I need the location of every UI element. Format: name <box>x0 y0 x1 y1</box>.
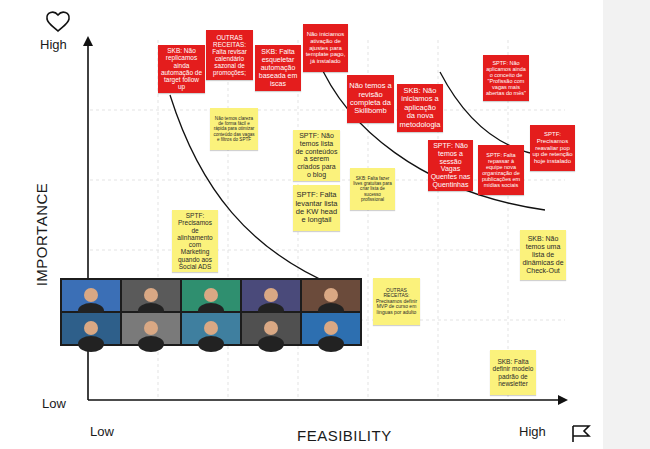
yellow-sticky-note: SPTF: Falta levantar lista de KW head e … <box>293 185 340 231</box>
red-sticky-note: SPTF: Não temos a sessão Vagas Quentes n… <box>428 140 473 191</box>
note-text: OUTRAS RECEITAS: Falta revisar calendári… <box>208 34 251 76</box>
note-text: SKB: Não temos uma lista de dinâmicas de… <box>522 235 564 274</box>
red-sticky-note: SKB: Não iniciamos a aplicação da nova m… <box>397 84 443 132</box>
red-sticky-note: SPTF: Falta repassar à equipe nova organ… <box>478 145 524 195</box>
note-text: SKB: Falta esqueletar automação baseada … <box>257 48 299 87</box>
red-sticky-note: SPTF: Não aplicamos ainda o conceito de … <box>483 55 529 101</box>
note-text: SPTF: Não aplicamos ainda o conceito de … <box>485 60 527 97</box>
note-text: Não temos a revisão completa da Skillbom… <box>349 82 392 116</box>
red-sticky-note: SKB: Falta esqueletar automação baseada … <box>255 45 301 91</box>
video-call-screenshot <box>60 278 362 352</box>
side-panel <box>603 0 650 449</box>
note-text: SPTF: Falta levantar lista de KW head e … <box>295 191 338 225</box>
red-sticky-note: OUTRAS RECEITAS: Falta revisar calendári… <box>206 30 253 80</box>
yellow-sticky-note: Não temos clareza de forma fácil e rápid… <box>210 108 258 150</box>
yellow-sticky-note: SKB: Falta definir modelo padrão de news… <box>490 350 536 395</box>
yellow-sticky-note: SPTF: Precisamos de alinhamento com Mark… <box>172 210 218 272</box>
note-text: SKB: Falta definir modelo padrão de news… <box>492 358 534 387</box>
yellow-sticky-note: SKB: Não temos uma lista de dinâmicas de… <box>520 230 566 280</box>
note-text: Não iniciamos ativação de ajustes para t… <box>305 31 346 65</box>
red-sticky-note: Não iniciamos ativação de ajustes para t… <box>303 24 348 72</box>
grid <box>90 40 565 398</box>
axis-label: FEASIBILITY <box>297 427 392 444</box>
note-text: SPTF: Não temos lista de conteúdos a ser… <box>295 132 338 179</box>
note-text: SKB: Não replicamos ainda automação de t… <box>160 47 203 91</box>
red-sticky-note: SKB: Não replicamos ainda automação de t… <box>158 45 205 93</box>
axes <box>83 36 568 405</box>
yellow-sticky-note: SPTF: Não temos lista de conteúdos a ser… <box>293 130 340 181</box>
red-sticky-note: SPTF: Precisamos reavaliar pop up de ret… <box>530 125 575 171</box>
axis-label: Low <box>90 424 114 439</box>
axis-label: Low <box>42 396 66 411</box>
axis-label: High <box>519 424 546 439</box>
note-text: SPTF: Não temos a sessão Vagas Quentes n… <box>430 142 471 189</box>
note-text: SKB: Falta fazer lives gratuitas para cr… <box>352 176 393 202</box>
heart-icon <box>47 12 69 31</box>
note-text: SKB: Não iniciamos a aplicação da nova m… <box>399 87 441 129</box>
axis-label: High <box>40 37 67 52</box>
yellow-sticky-note: OUTRAS RECEITAS: Precisamos definir MVP … <box>373 278 420 325</box>
axis-label: IMPORTANCE <box>33 183 50 287</box>
red-sticky-note: Não temos a revisão completa da Skillbom… <box>347 75 394 123</box>
flag-icon <box>573 426 589 442</box>
note-text: OUTRAS RECEITAS: Precisamos definir MVP … <box>375 288 418 316</box>
note-text: SPTF: Precisamos reavaliar pop up de ret… <box>532 131 573 165</box>
note-text: SPTF: Falta repassar à equipe nova organ… <box>480 152 522 189</box>
note-text: Não temos clareza de forma fácil e rápid… <box>212 116 256 142</box>
priority-curves <box>170 60 545 286</box>
note-text: SPTF: Precisamos de alinhamento com Mark… <box>174 212 216 270</box>
yellow-sticky-note: SKB: Falta fazer lives gratuitas para cr… <box>350 168 395 210</box>
